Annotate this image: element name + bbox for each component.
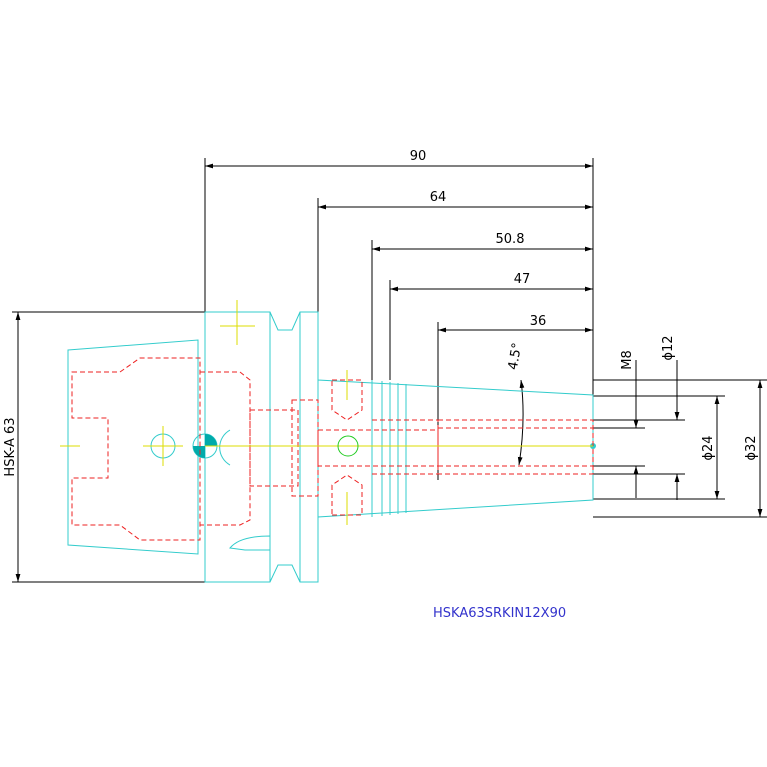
label-dia-24: ϕ24 <box>701 435 716 460</box>
shank-dimension <box>12 311 205 583</box>
label-90: 90 <box>410 149 427 164</box>
part-number: HSKA63SRKIN12X90 <box>433 606 566 621</box>
hidden-lines <box>71 357 594 541</box>
label-36: 36 <box>530 314 547 329</box>
label-m8: M8 <box>620 350 635 370</box>
angle-dimension <box>517 379 525 466</box>
label-47: 47 <box>514 272 531 287</box>
center-lines <box>60 300 593 525</box>
label-64: 64 <box>430 190 447 205</box>
label-angle: 4.5° <box>506 342 525 371</box>
label-50-8: 50.8 <box>496 232 525 247</box>
label-dia-12: ϕ12 <box>661 335 676 360</box>
green-circle <box>337 435 359 457</box>
length-dimensions <box>204 158 594 480</box>
label-dia-32: ϕ32 <box>744 435 759 460</box>
diameter-dimensions <box>593 360 767 518</box>
label-shank: HSK-A 63 <box>3 417 18 476</box>
